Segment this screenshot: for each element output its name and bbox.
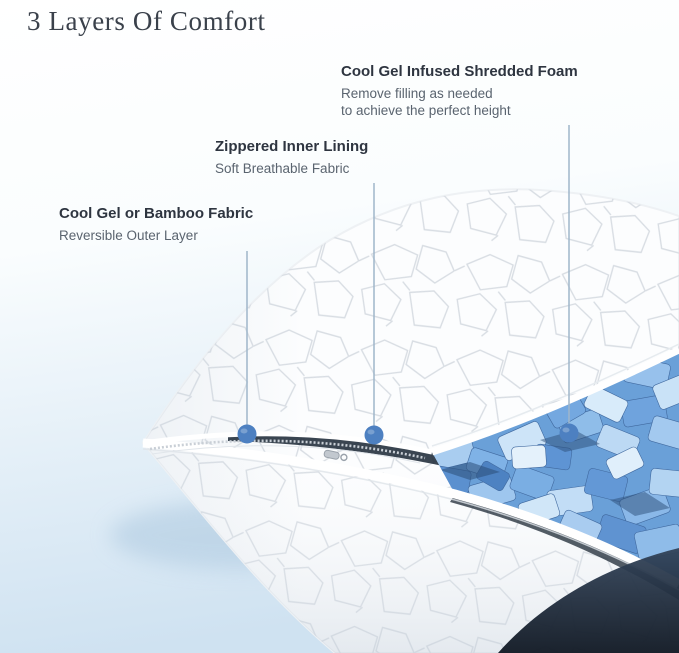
callout-dot-shredded-foam — [559, 423, 579, 443]
callout-subtitle: Remove filling as needed — [341, 85, 493, 101]
page-title: 3 Layers Of Comfort — [27, 6, 266, 36]
flap-underside-shadow — [498, 548, 679, 653]
callout-inner-lining: Zippered Inner Lining Soft Breathable Fa… — [215, 138, 368, 177]
callout-subtitle: Reversible Outer Layer — [59, 227, 198, 243]
callout-dot-outer-fabric — [237, 424, 257, 444]
callout-dot-inner-lining — [364, 425, 384, 445]
callout-title: Cool Gel or Bamboo Fabric — [59, 205, 254, 222]
upper-flap-edge — [430, 343, 679, 456]
lower-flap-edge — [142, 438, 679, 591]
callout-shredded-foam: Cool Gel Infused Shredded Foam Remove fi… — [341, 63, 578, 119]
callout-title: Cool Gel Infused Shredded Foam — [341, 63, 578, 80]
callout-outer-fabric: Cool Gel or Bamboo Fabric Reversible Out… — [59, 205, 253, 244]
zipper-pull-icon — [323, 449, 348, 462]
zipper-seam — [142, 431, 433, 464]
pillow-body — [141, 188, 679, 653]
callout-markers — [237, 423, 579, 445]
callout-title: Zippered Inner Lining — [215, 138, 369, 155]
callout-subtitle-line2: to achieve the perfect height — [341, 103, 511, 119]
leader-lines — [246, 125, 570, 426]
callout-subtitle: Soft Breathable Fabric — [215, 160, 350, 176]
zipper-opening-shadow — [228, 434, 454, 468]
